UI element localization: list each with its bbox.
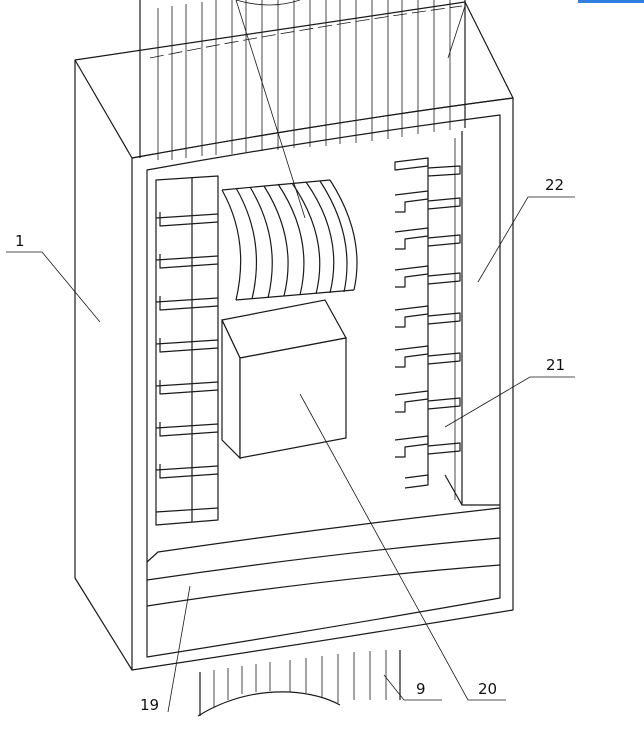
label-21: 21 [546,356,565,374]
leader-lines [6,0,575,713]
bottom-plates [146,507,501,607]
top-duct [139,0,466,160]
label-20: 20 [478,680,497,698]
left-module-stack [155,175,219,526]
label-22: 22 [545,176,564,194]
heat-sink [221,179,358,301]
right-terminal-rail [394,157,463,506]
label-9: 9 [416,680,426,698]
reference-labels: 1 22 21 19 9 20 [15,176,565,714]
cabinet-body [74,1,514,671]
bottom-duct [197,650,401,717]
back-panel [454,131,500,506]
label-19: 19 [140,696,159,714]
label-1: 1 [15,232,25,250]
central-module-box [221,299,347,460]
corner-accent-bar [578,0,644,3]
